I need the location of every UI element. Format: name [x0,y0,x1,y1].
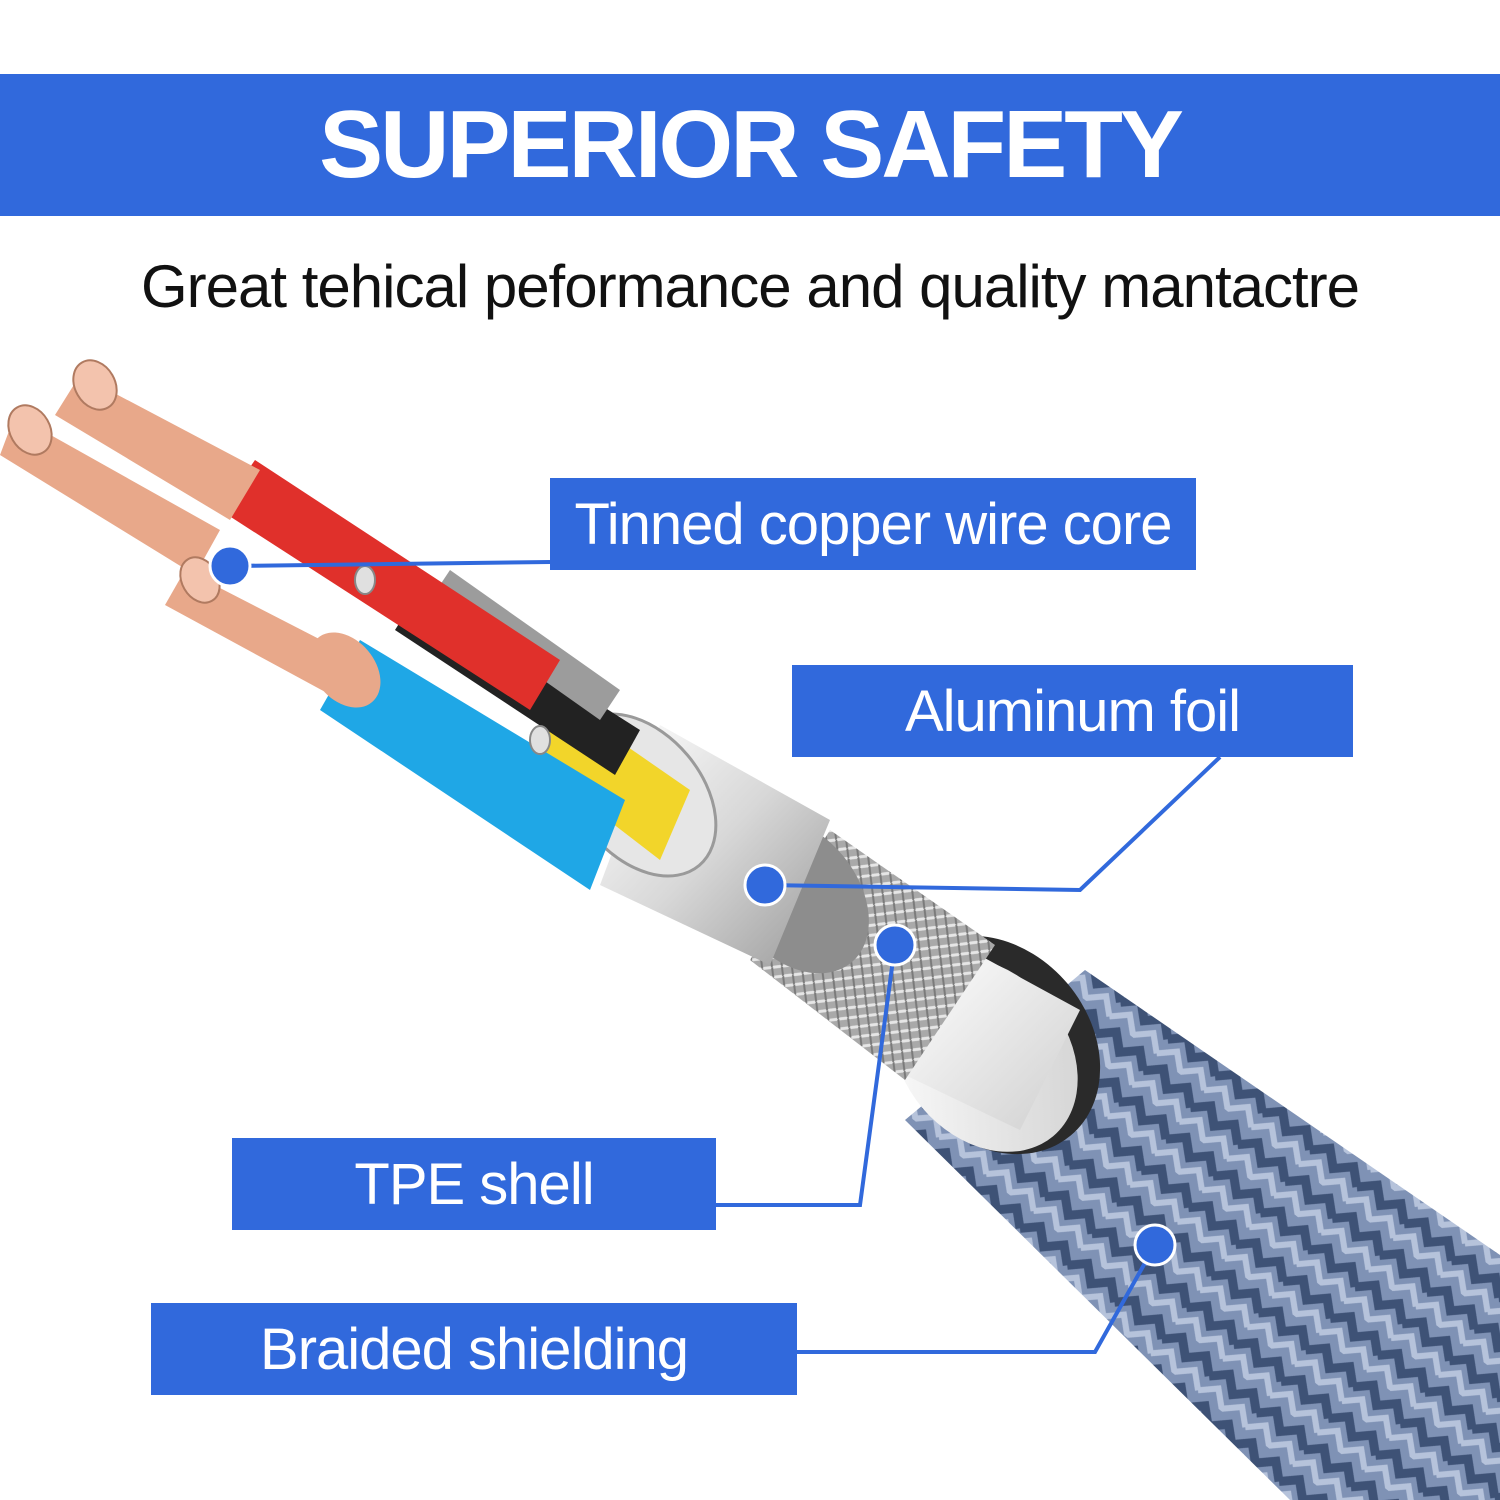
marker-dots [208,544,1177,1267]
leader-lines [229,560,1222,1354]
marker-dot-copper [208,544,252,588]
label-tpe-shell: TPE shell [232,1138,716,1230]
title-banner: SUPERIOR SAFETY [0,74,1500,216]
label-aluminum-foil: Aluminum foil [792,665,1353,757]
subtitle: Great tehical peformance and quality man… [140,253,1360,320]
marker-dot-braid [1133,1223,1177,1267]
label-braided-shielding: Braided shielding [151,1303,797,1395]
marker-dot-tpe [873,923,917,967]
inner-wires [0,359,690,890]
page-title: SUPERIOR SAFETY [319,91,1184,198]
label-tinned-copper-wire-core: Tinned copper wire core [550,478,1196,570]
marker-dot-foil [743,863,787,907]
